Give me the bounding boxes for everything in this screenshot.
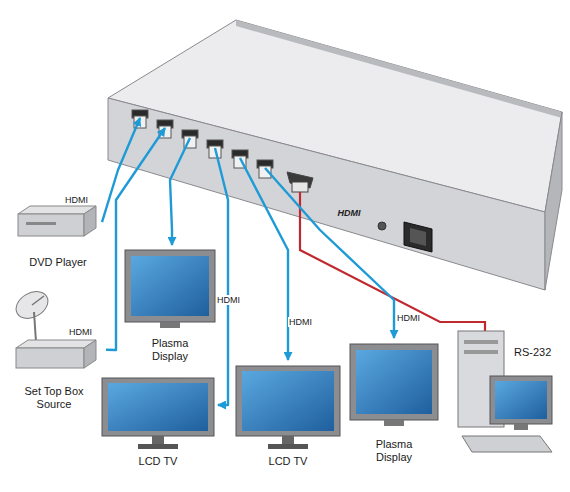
switcher-housing — [410, 228, 426, 246]
plasma-display — [350, 344, 438, 420]
device-label: LCD TV — [232, 455, 344, 468]
lcd-tv — [102, 378, 214, 436]
lcd-tv — [108, 383, 208, 431]
display-node: LCD TV — [98, 372, 218, 472]
set-top-box — [11, 286, 52, 324]
display-node: Plasma Display — [120, 245, 220, 370]
computer — [490, 376, 552, 424]
device-node: Set Top Box Source — [6, 285, 106, 420]
computer — [514, 424, 528, 430]
switcher-housing — [236, 20, 562, 118]
plasma-display — [350, 344, 438, 426]
logo-text: HDMI — [334, 208, 364, 218]
display-node: Plasma Display — [346, 338, 442, 472]
hdmi-cable — [265, 168, 394, 338]
set-top-box — [16, 340, 96, 348]
cable-label: HDMI — [288, 317, 313, 327]
dvd-player — [26, 222, 56, 225]
dvd-player — [18, 206, 96, 214]
display-node: LCD TV — [232, 360, 344, 472]
plasma-display — [384, 420, 404, 426]
hdmi-cable — [106, 128, 165, 350]
computer — [458, 331, 552, 452]
device-label: Set Top Box Source — [18, 385, 90, 411]
switcher-housing — [378, 222, 386, 230]
dvd-player — [18, 206, 96, 236]
computer — [495, 381, 547, 419]
computer — [462, 436, 552, 452]
lcd-tv — [236, 366, 340, 436]
switcher-node: HDMI — [112, 100, 374, 240]
dvd-player — [84, 206, 96, 236]
device-label: DVD Player — [19, 256, 97, 269]
computer — [464, 350, 498, 354]
device-label: LCD TV — [98, 455, 218, 468]
hdmi-cable — [170, 138, 190, 245]
lcd-tv — [152, 436, 164, 444]
set-top-box — [34, 312, 36, 342]
set-top-box — [32, 296, 44, 305]
set-top-box — [84, 340, 96, 368]
device-label: Plasma Display — [140, 337, 200, 363]
plasma-display — [131, 256, 209, 316]
cable-label: HDMI — [216, 295, 241, 305]
set-top-box — [16, 348, 84, 368]
hdmi-cable — [215, 148, 228, 405]
dvd-player — [18, 214, 84, 236]
switcher-housing — [404, 222, 432, 252]
lcd-tv — [236, 366, 340, 449]
lcd-tv — [138, 444, 178, 449]
rs232-connector — [292, 182, 308, 192]
hdmi-cable — [102, 118, 140, 222]
cable-label: HDMI — [396, 313, 421, 323]
device-node: DVD Player — [14, 198, 102, 276]
switcher-housing — [545, 112, 562, 290]
set-top-box — [11, 286, 96, 368]
hdmi-cable — [240, 158, 288, 360]
plasma-display — [125, 250, 215, 328]
lcd-tv — [102, 378, 214, 449]
cable-label: HDMI — [64, 195, 89, 205]
plasma-display — [356, 350, 432, 414]
plasma-display — [160, 322, 180, 328]
lcd-tv — [282, 436, 294, 444]
port-label: RS-232 — [513, 346, 552, 359]
rs232-connector — [287, 172, 313, 192]
cable-label: HDMI — [68, 327, 93, 337]
rs232-cable — [300, 192, 485, 331]
lcd-tv — [242, 371, 334, 431]
lcd-tv — [268, 444, 308, 449]
device-label: Plasma Display — [364, 438, 424, 464]
computer — [464, 340, 498, 344]
plasma-display — [125, 250, 215, 322]
